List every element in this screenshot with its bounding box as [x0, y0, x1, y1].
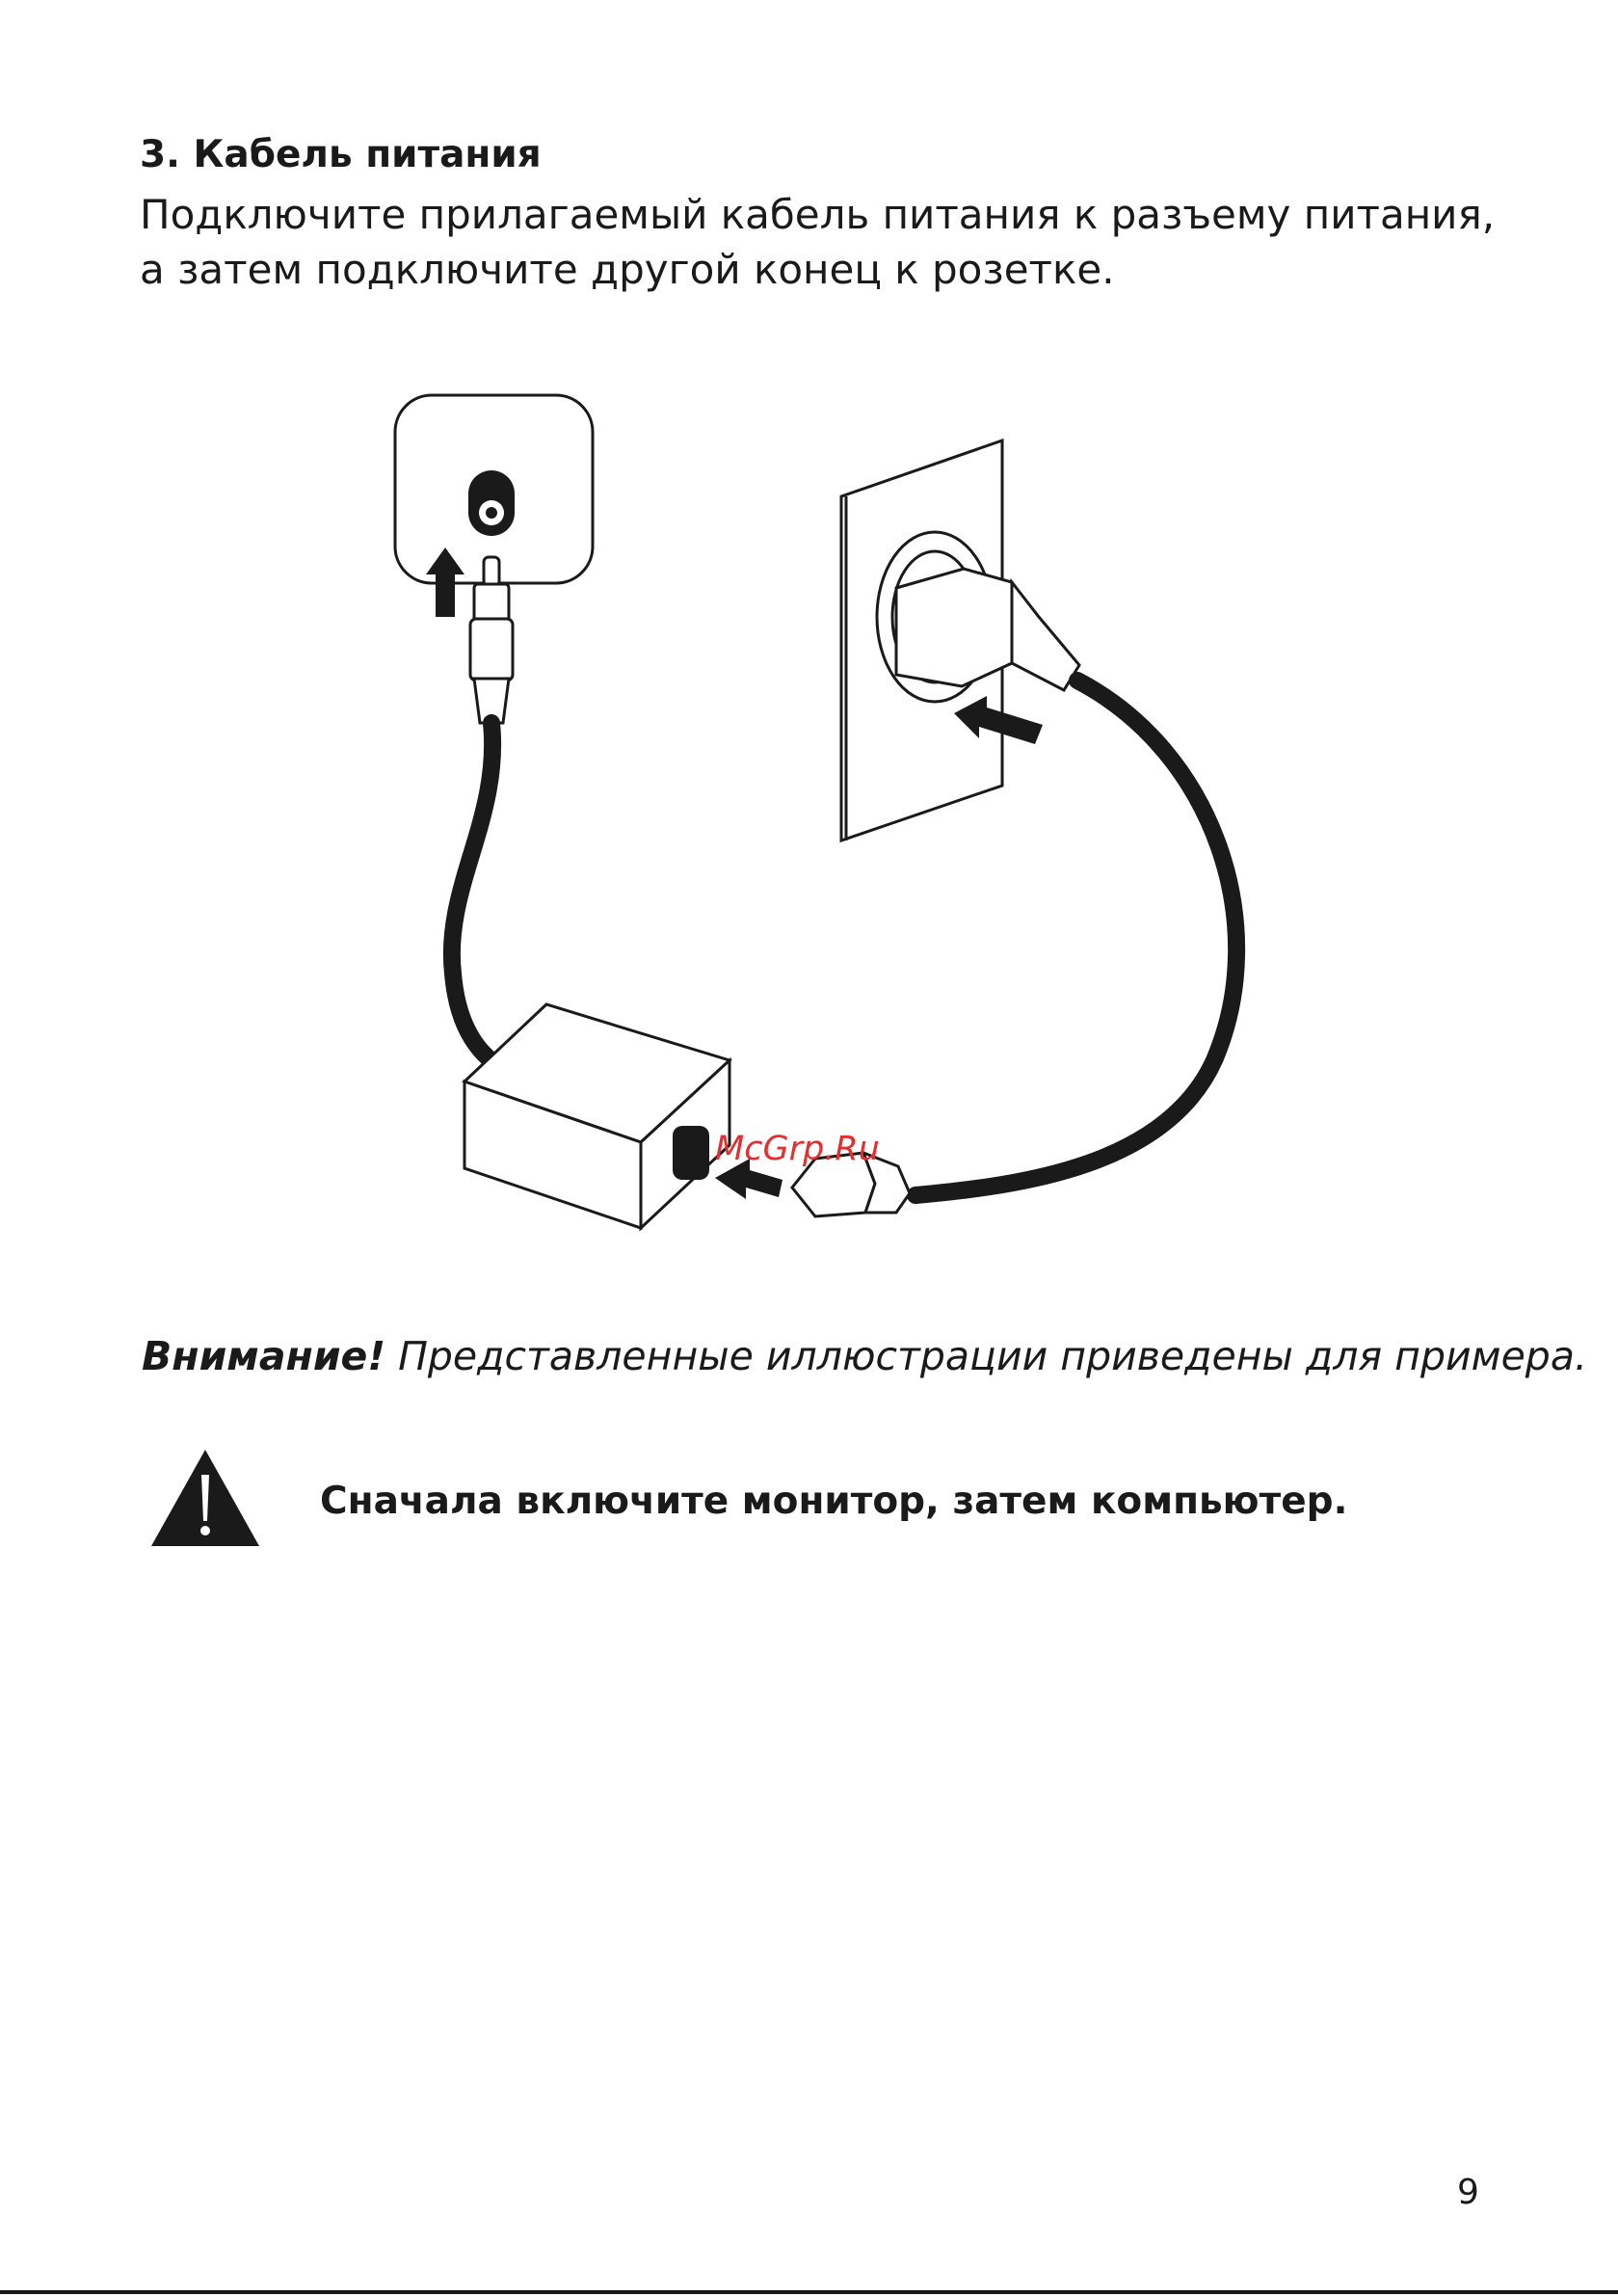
dc-cable: [452, 723, 501, 1068]
ac-plug-icon: [896, 569, 1079, 690]
page-number: 9: [1457, 2173, 1479, 2212]
warning-text: Сначала включите монитор, затем компьюте…: [320, 1480, 1347, 1523]
bottom-rule: [0, 2290, 1618, 2294]
note: Внимание! Представленные иллюстрации при…: [142, 1333, 1587, 1379]
note-text: Представленные иллюстрации приведены для…: [385, 1333, 1587, 1379]
power-adapter-icon: [464, 1004, 729, 1228]
monitor-port-icon: [395, 395, 593, 583]
watermark: McGrp.Ru: [715, 1130, 880, 1168]
warning-triangle-icon: [147, 1446, 263, 1552]
note-label: Внимание!: [142, 1333, 385, 1379]
power-cable-illustration: [0, 0, 1618, 1292]
